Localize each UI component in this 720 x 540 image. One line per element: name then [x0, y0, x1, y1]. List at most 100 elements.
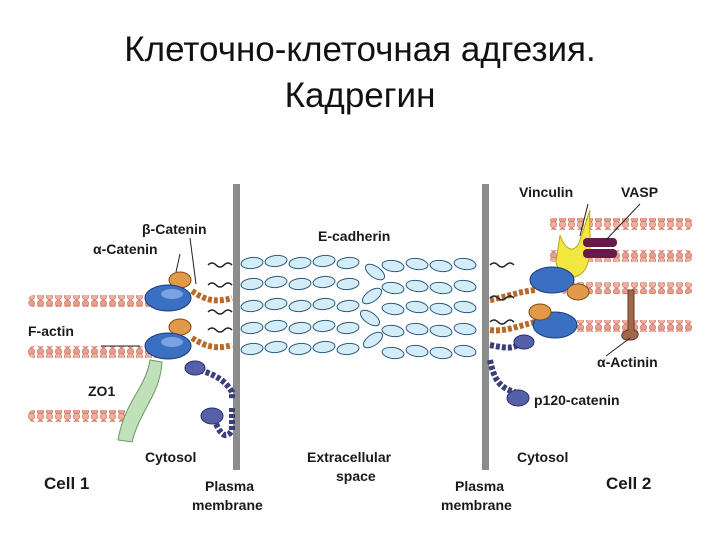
label-extracellular-2: space [336, 468, 376, 484]
label-vinculin: Vinculin [519, 184, 573, 200]
alpha-catenin-chain [489, 287, 536, 303]
actin-filament [560, 320, 693, 332]
slide-title-line-1: Клеточно-клеточная адгезия. [124, 30, 596, 69]
alpha-catenin [168, 318, 192, 336]
cadherin-domain [264, 254, 288, 268]
p120-chain [489, 340, 523, 351]
wave-linker [207, 262, 233, 268]
actin-filament [28, 410, 138, 422]
cadherin-domain [453, 279, 477, 293]
cadherin-domain [361, 287, 383, 305]
alpha-catenin-chain [489, 319, 536, 334]
leader-lines [101, 203, 641, 357]
label-plasma-membrane-left-1: Plasma [205, 478, 254, 494]
p120-catenin [513, 334, 535, 350]
alpha-actinin-protein [621, 289, 639, 341]
cadherin-domain [240, 277, 264, 291]
label-beta-catenin: β-Catenin [142, 221, 207, 237]
cadherin-domain [240, 321, 264, 335]
e-cadherin-chains [240, 254, 477, 360]
cadherin-domain [288, 277, 312, 291]
alpha-catenin [528, 303, 552, 321]
cadherin-domain [312, 297, 336, 311]
label-cell1: Cell 1 [44, 474, 89, 493]
cell1-complex-top [144, 262, 233, 312]
cadherin-domain [429, 302, 453, 316]
wave-linker [207, 327, 233, 333]
cell1-complex-bottom [144, 309, 235, 439]
cadherin-domain [381, 259, 405, 273]
cadherin-domain [288, 299, 312, 313]
wave-linker [489, 319, 515, 325]
cadherin-domain [405, 322, 429, 336]
cadherin-domain [381, 346, 405, 360]
label-alpha-catenin: α-Catenin [93, 241, 158, 257]
cadherin-domain [429, 281, 453, 295]
alpha-catenin [566, 283, 590, 301]
cadherin-domain [288, 321, 312, 335]
cadherin-domain [429, 259, 453, 273]
cadherin-domain [336, 299, 360, 313]
p120-catenin [200, 407, 224, 425]
label-cytosol-left: Cytosol [145, 449, 196, 465]
cadherin-domain [312, 275, 336, 289]
cadherin-domain [264, 340, 288, 354]
alpha-catenin-chain [190, 288, 233, 304]
cadherin-domain [405, 257, 429, 271]
beta-catenin [529, 266, 575, 294]
cadherin-domain [405, 300, 429, 314]
cadherin-domain [453, 300, 477, 314]
p120-chain [199, 367, 235, 400]
cadherin-domain [453, 344, 477, 358]
vasp-protein [583, 238, 617, 258]
cadherin-domain [288, 256, 312, 270]
p120-catenin [506, 389, 530, 407]
wave-linker [489, 262, 515, 268]
zo1-protein [117, 359, 163, 443]
p120-chain [487, 359, 516, 395]
cadherin-domain [429, 324, 453, 338]
cadherin-domain [405, 344, 429, 358]
label-vasp: VASP [621, 184, 658, 200]
plasma-membrane-left [233, 184, 240, 470]
cadherin-domain [429, 346, 453, 360]
alpha-catenin-chain [190, 335, 233, 351]
wave-linker [207, 282, 233, 288]
cadherin-domain [312, 254, 336, 268]
label-extracellular-1: Extracellular [307, 449, 392, 465]
actin-filament [560, 282, 693, 294]
cadherin-domain [240, 299, 264, 313]
cadherin-domain [336, 342, 360, 356]
cell2-complex-bottom [487, 289, 639, 407]
label-plasma-membrane-right-1: Plasma [455, 478, 504, 494]
actin-filament [28, 295, 178, 307]
cadherin-domain [264, 275, 288, 289]
label-e-cadherin: E-cadherin [318, 228, 390, 244]
cadherin-domain [336, 256, 360, 270]
cell2-complex-top [489, 209, 617, 303]
plasma-membrane-right [482, 184, 489, 470]
label-cytosol-right: Cytosol [517, 449, 568, 465]
label-zo1: ZO1 [88, 383, 115, 399]
cadherin-domain [405, 279, 429, 293]
label-alpha-actinin: α-Actinin [597, 354, 658, 370]
cadherin-domain [264, 297, 288, 311]
cadherin-domain [381, 302, 405, 316]
wave-linker [489, 295, 515, 301]
beta-catenin-highlight [161, 289, 183, 299]
cadherin-domain [336, 277, 360, 291]
label-p120-catenin: p120-catenin [534, 392, 620, 408]
cadherin-domain [264, 319, 288, 333]
cadherin-domain [362, 331, 384, 349]
cadherin-domain [240, 256, 264, 270]
label-plasma-membrane-right-2: membrane [441, 497, 512, 513]
wave-linker [207, 309, 233, 315]
slide-title-line-2: Кадрегин [284, 76, 436, 115]
cadherin-domain [453, 322, 477, 336]
cadherin-domain [312, 340, 336, 354]
cadherin-domain [240, 342, 264, 356]
cadherin-domain [288, 342, 312, 356]
actin-filaments-cell1 [28, 295, 178, 422]
label-cell2: Cell 2 [606, 474, 651, 493]
